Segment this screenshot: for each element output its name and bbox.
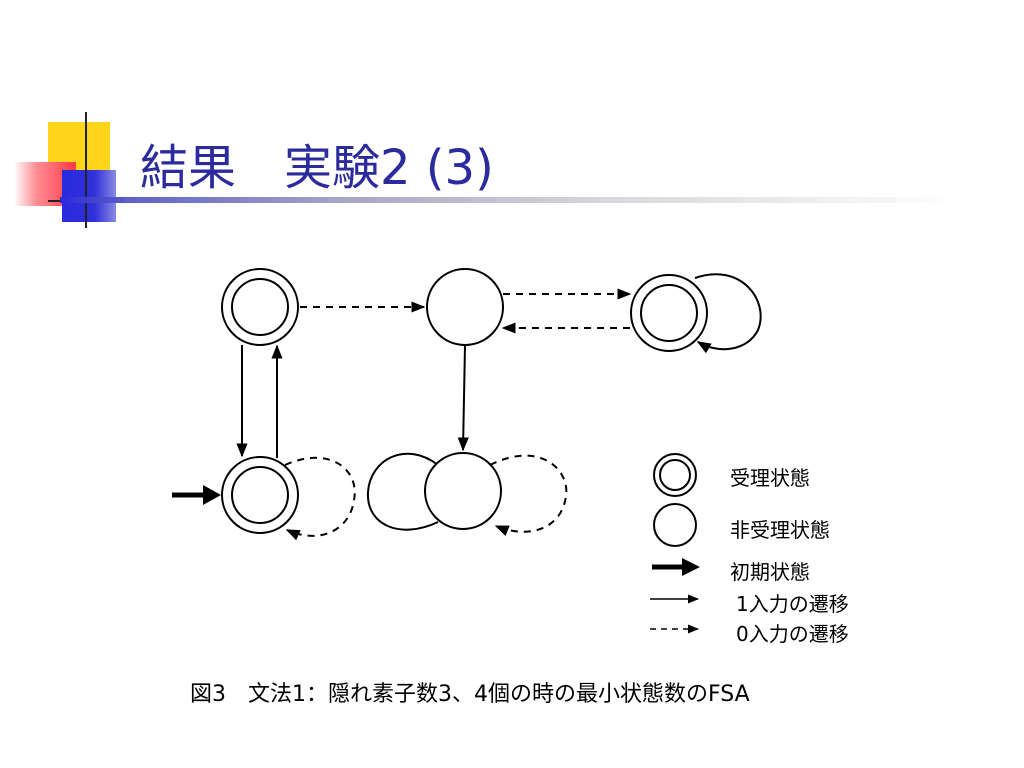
decor-vertical-line xyxy=(85,112,87,228)
title-underline xyxy=(60,197,960,203)
transition-s2-s5-1 xyxy=(457,344,469,452)
slide-title: 結果 実験2 (3) xyxy=(140,140,494,196)
legend-transition-1-label: 1入力の遷移 xyxy=(736,592,849,616)
legend-accepting-symbol xyxy=(653,453,697,497)
state-s4 xyxy=(221,456,299,534)
state-s2 xyxy=(426,268,504,346)
initial-state-arrow xyxy=(172,485,221,505)
legend-initial-label: 初期状態 xyxy=(730,560,810,584)
legend-non-accepting-label: 非受理状態 xyxy=(730,518,830,542)
transition-s4-self-0 xyxy=(284,456,356,541)
transition-s5-self-1 xyxy=(366,452,439,531)
state-s3 xyxy=(630,274,708,352)
state-s5 xyxy=(424,452,502,530)
legend-non-accepting-symbol xyxy=(653,503,697,547)
figure-caption: 図3 文法1：隠れ素子数3、4個の時の最小状態数のFSA xyxy=(190,682,750,707)
transition-s5-self-0 xyxy=(489,454,568,536)
transition-s3-self-1 xyxy=(694,273,762,354)
decor-blue-square xyxy=(62,170,116,222)
legend-initial-symbol xyxy=(652,558,700,576)
legend-accepting-label: 受理状態 xyxy=(730,466,810,490)
legend-transition-0-label: 0入力の遷移 xyxy=(736,622,849,646)
state-s1 xyxy=(221,268,299,346)
